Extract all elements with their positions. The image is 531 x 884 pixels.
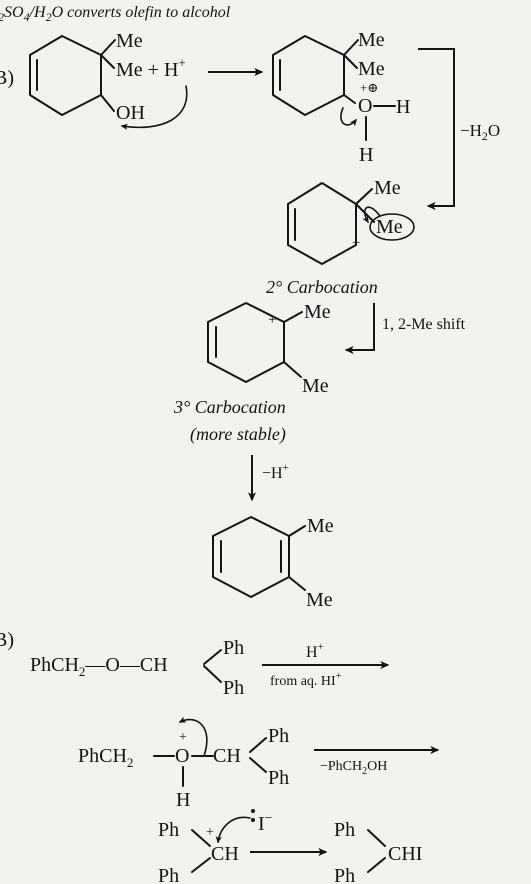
label-me-mid: Me — [358, 58, 385, 80]
bond-o — [343, 94, 356, 104]
bond-ph-bottom — [249, 757, 267, 773]
label-ph-bottom: Ph — [223, 677, 244, 699]
label-h-down: H — [176, 789, 190, 811]
curved-arrow-leaving — [340, 107, 357, 127]
bond-me-top — [355, 188, 373, 205]
oxonium-charge: +⊕ — [360, 80, 378, 95]
carbocation-plus: + — [206, 825, 214, 840]
label-me-bottom: Me — [302, 375, 329, 397]
label-chi: CHI — [388, 843, 422, 865]
protonated-alcohol: Me Me +⊕ O H H — [272, 29, 410, 166]
svg-text:2SO4/H2O converts olefin to al: 2SO4/H2O converts olefin to alcohol — [0, 4, 231, 24]
bond-me-top — [283, 311, 303, 323]
label-2-carbocation: 2° Carbocation — [266, 277, 378, 297]
bond-ph-bottom — [367, 857, 386, 873]
bond-me-top — [343, 39, 359, 56]
label-ph-bottom: Ph — [268, 767, 289, 789]
secondary-carbocation: Me Me + — [287, 177, 415, 265]
oxonium-plus: + — [179, 730, 187, 745]
label-water-loss: −H2O — [460, 121, 500, 143]
label-oh: OH — [116, 102, 145, 124]
label-ether-left: PhCH2—O—CH — [30, 654, 168, 679]
label-methyl-shift: 1, 2-Me shift — [382, 316, 466, 333]
bond-ph-top — [367, 829, 386, 847]
bond-me-mid — [100, 54, 115, 69]
label-ph-bottom: Ph — [158, 865, 179, 884]
bond-ph-top — [191, 829, 211, 847]
part1-marker: B) — [0, 67, 14, 89]
curved-arrow-cleavage — [178, 716, 208, 757]
reaction-arrow-methyl-shift — [344, 303, 375, 355]
label-me-plus-h: Me + H+ — [116, 55, 186, 81]
ether-molecule: PhCH2—O—CH Ph Ph — [30, 637, 244, 699]
circled-me-marker — [369, 213, 415, 241]
product-diene: Me Me — [212, 515, 334, 611]
label-ch: CH — [211, 843, 239, 865]
label-ph-top: Ph — [334, 819, 355, 841]
cyclohexene-ring — [287, 182, 357, 265]
cyclohexadiene-ring — [212, 516, 290, 598]
label-ph-top: Ph — [158, 819, 179, 841]
bond-me-mid — [343, 54, 358, 69]
tertiary-carbocation: + Me Me — [207, 301, 331, 397]
header-text: 2SO4/H2O converts olefin to alcohol — [0, 4, 231, 24]
bond-me-top — [100, 39, 116, 56]
oxonium-intermediate: PhCH2 + O CH H Ph Ph — [78, 716, 289, 811]
benzhydryl-cation: Ph Ph + CH I− — [158, 809, 273, 884]
label-3-carbocation: 3° Carbocation — [173, 397, 286, 417]
label-ph-bottom: Ph — [334, 865, 355, 884]
reaction-arrow-water-loss — [418, 48, 455, 211]
label-me-bottom: Me — [306, 589, 333, 611]
reactant-molecule: Me Me + H+ OH — [29, 30, 188, 130]
bond-me-bottom — [288, 576, 306, 591]
label-me-top: Me — [374, 177, 401, 199]
product-benzhydryl-iodide: Ph Ph CHI — [334, 819, 422, 884]
lone-pair-dot — [251, 818, 255, 822]
lone-pair-dot — [251, 809, 255, 813]
label-me-top: Me — [307, 515, 334, 537]
bond-ph-bottom — [191, 857, 211, 873]
carbocation-plus: + — [352, 235, 360, 251]
bond-me-top — [288, 525, 306, 537]
label-ph-top: Ph — [223, 637, 244, 659]
label-reagent-below: from aq. HI+ — [270, 671, 342, 689]
bond-me-bottom — [283, 361, 302, 378]
bond-ph-bottom — [203, 665, 222, 683]
curved-arrow-iodide-attack — [215, 816, 251, 844]
label-deprotonation: −H+ — [262, 462, 289, 482]
label-leaving-group: −PhCH2OH — [320, 759, 387, 777]
cyclohexene-ring — [29, 35, 102, 116]
label-me-top: Me — [304, 301, 331, 323]
cyclohexene-ring — [272, 35, 345, 116]
label-ch: CH — [213, 745, 241, 767]
curved-arrow-methyl-shift — [362, 206, 381, 224]
bond-oh — [100, 94, 115, 112]
label-o: O — [175, 745, 189, 767]
label-o: O — [358, 95, 372, 117]
label-ph-top: Ph — [268, 725, 289, 747]
label-me-circled: Me — [376, 216, 403, 238]
label-me-top: Me — [358, 29, 385, 51]
label-me-top: Me — [116, 30, 143, 52]
bond-ph-top — [249, 737, 267, 753]
label-oxonium-left: PhCH2 — [78, 745, 133, 770]
label-reagent-above: H+ — [306, 641, 324, 661]
label-more-stable: (more stable) — [190, 424, 286, 445]
label-h-down: H — [359, 144, 373, 166]
bond-ph-top — [203, 649, 222, 665]
iodide-ion: I− — [258, 811, 273, 835]
part2-marker: B) — [0, 629, 14, 651]
label-h-right: H — [396, 96, 410, 118]
carbocation-plus: + — [268, 312, 276, 328]
curved-arrow-oh-to-h — [120, 85, 188, 130]
